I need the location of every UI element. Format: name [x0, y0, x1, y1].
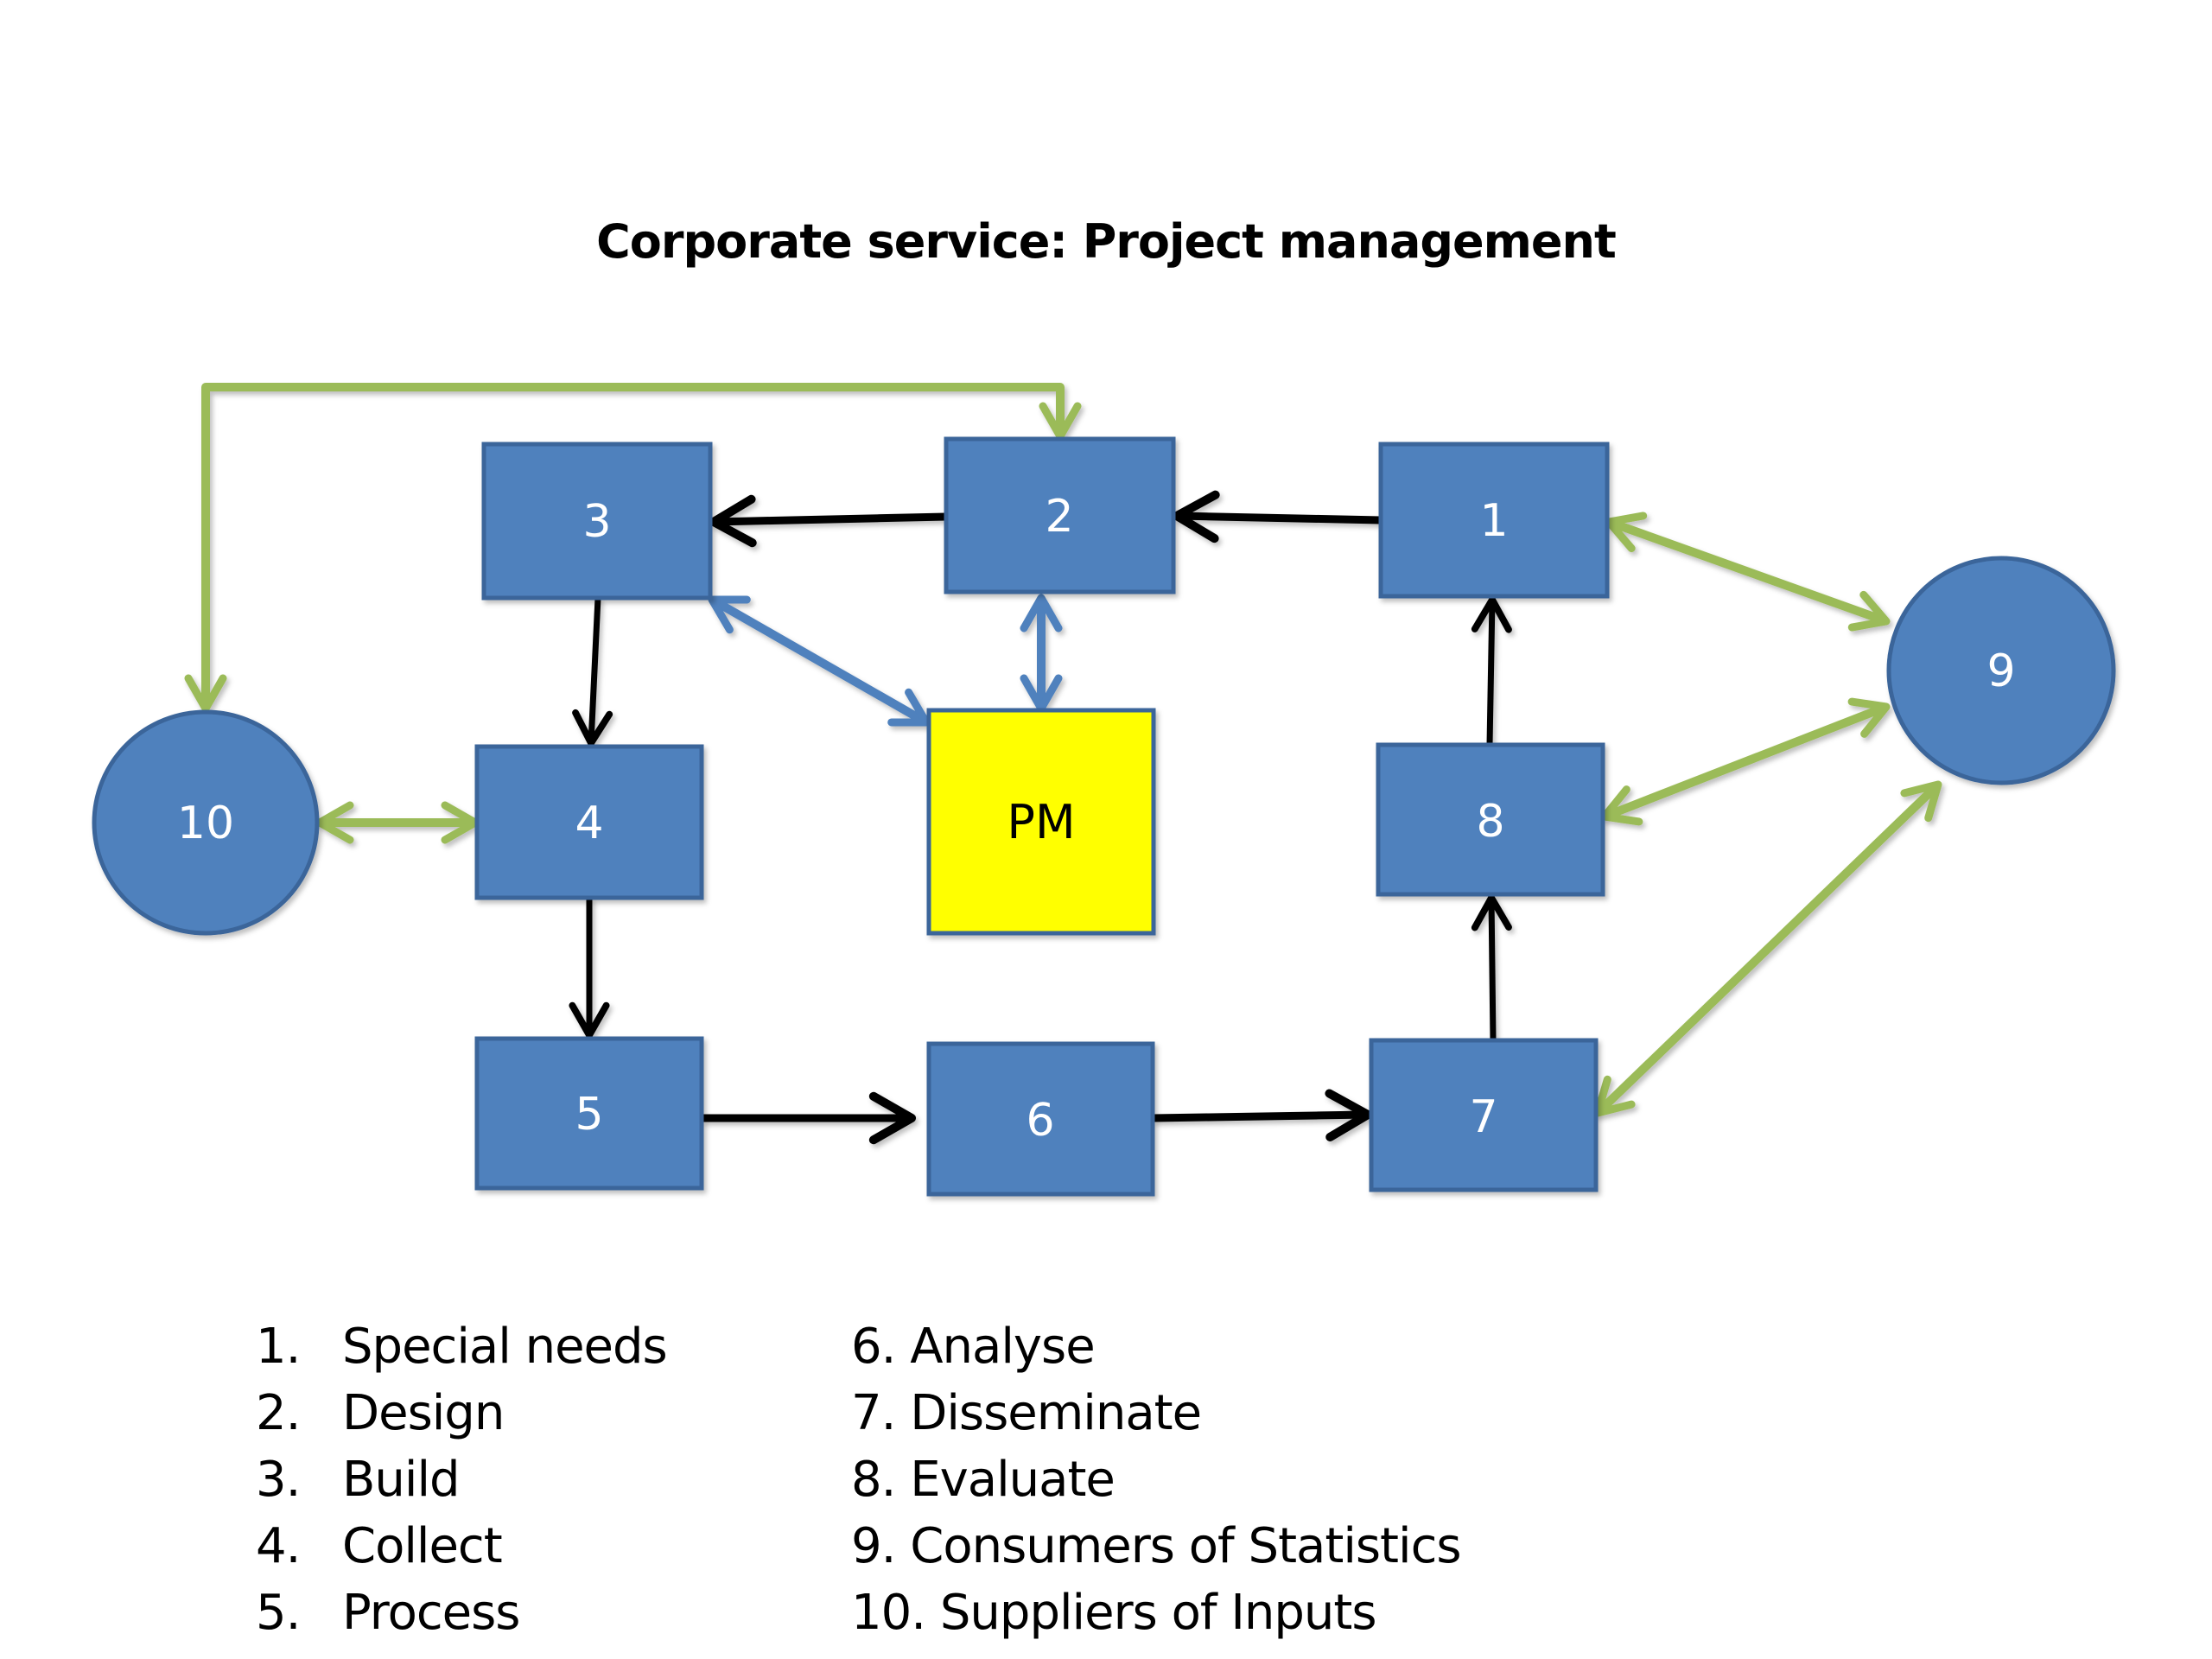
node-9-label: 9	[1986, 645, 2015, 697]
legend-label: Build	[342, 1452, 461, 1508]
node-8-label: 8	[1476, 796, 1504, 848]
node-4[interactable]: 4	[474, 744, 704, 900]
node-10-label: 10	[177, 798, 234, 849]
node-3[interactable]: 3	[481, 442, 713, 601]
legend-label: Design	[342, 1385, 505, 1441]
legend-item: 9. Consumers of Statistics	[851, 1518, 1462, 1574]
legend-number: 5.	[256, 1585, 301, 1641]
node-5-label: 5	[575, 1089, 603, 1141]
legend-item: 8. Evaluate	[851, 1452, 1116, 1508]
legend-item: 2. Design	[256, 1380, 667, 1446]
node-2[interactable]: 2	[944, 436, 1176, 594]
legend-item: 7. Disseminate	[851, 1385, 1202, 1441]
legend-label: Special needs	[342, 1319, 668, 1375]
node-9[interactable]: 9	[1886, 556, 2116, 785]
node-7[interactable]: 7	[1369, 1038, 1599, 1192]
legend-left: 1. Special needs 2. Design 3. Build 4. Colle…	[256, 1313, 668, 1646]
legend-label: Collect	[342, 1518, 503, 1574]
node-1[interactable]: 1	[1378, 442, 1610, 599]
node-4-label: 4	[575, 798, 603, 849]
node-1-label: 1	[1479, 495, 1508, 547]
legend-item: 6. Analyse	[851, 1319, 1096, 1375]
legend-item: 1. Special needs	[256, 1313, 668, 1380]
node-pm-label: PM	[1007, 795, 1075, 849]
diagram-title: Corporate service: Project management	[596, 214, 1617, 269]
node-6-label: 6	[1026, 1095, 1054, 1147]
legend-item: 10. Suppliers of Inputs	[851, 1585, 1377, 1641]
edge-7-to-8	[1471, 894, 1512, 1041]
node-pm[interactable]: PM	[926, 708, 1156, 936]
edge-2-to-3	[709, 494, 947, 548]
legend-item: 3. Build	[256, 1446, 667, 1513]
edge-3-to-pm	[708, 595, 931, 727]
node-5[interactable]: 5	[474, 1036, 704, 1191]
legend-label: Process	[342, 1585, 520, 1641]
node-10[interactable]: 10	[92, 709, 320, 936]
legend-right: 6. Analyse 7. Disseminate 8. Evaluate 9.…	[851, 1313, 1462, 1646]
edge-8-to-1	[1471, 596, 1512, 746]
node-8[interactable]: 8	[1376, 742, 1605, 897]
legend-item: 4. Collect	[256, 1513, 667, 1580]
edge-3-to-4	[572, 597, 613, 747]
legend-number: 3.	[256, 1452, 301, 1508]
legend-item: 5. Process	[256, 1580, 667, 1646]
node-6[interactable]: 6	[926, 1041, 1155, 1197]
legend-number: 4.	[256, 1518, 301, 1574]
legend-number: 1.	[256, 1319, 301, 1375]
edge-6-to-7	[1152, 1089, 1373, 1141]
node-2-label: 2	[1045, 491, 1073, 543]
edge-7-to-9	[1593, 780, 1942, 1117]
edge-1-to-2	[1172, 490, 1382, 543]
edge-8-to-9	[1600, 697, 1891, 826]
node-7-label: 7	[1469, 1091, 1497, 1143]
edge-1-to-9	[1605, 512, 1891, 632]
node-3-label: 3	[582, 496, 611, 548]
edge-10-to-2	[184, 383, 1082, 713]
legend-number: 2.	[256, 1385, 301, 1441]
